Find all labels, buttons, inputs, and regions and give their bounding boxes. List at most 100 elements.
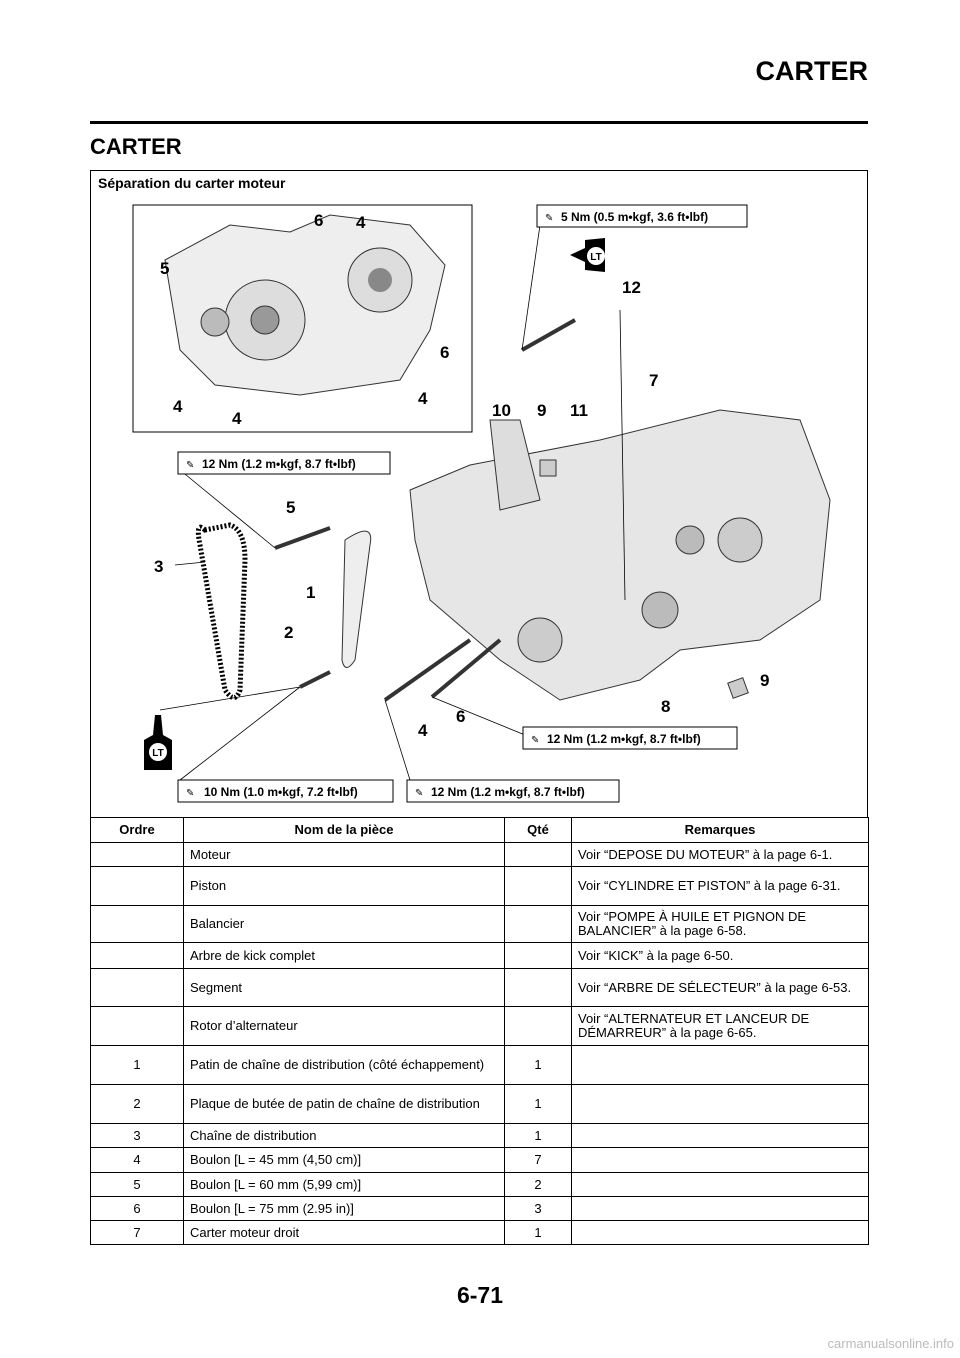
- callout: 11: [570, 401, 588, 420]
- qty-cell: 1: [504, 1220, 572, 1245]
- inset-crankcase-view: [132, 204, 473, 433]
- qty-cell: 1: [504, 1123, 572, 1148]
- qty-cell: [504, 942, 572, 969]
- qty-cell: [504, 842, 572, 867]
- remarks-cell: [571, 1045, 869, 1085]
- qty-cell: [504, 905, 572, 943]
- remarks-cell: Voir “CYLINDRE ET PISTON” à la page 6-31…: [571, 866, 869, 906]
- part-name-cell: Boulon [L = 75 mm (2.95 in)]: [183, 1196, 505, 1221]
- order-cell: [90, 968, 184, 1007]
- wrench-icon: ✎: [186, 460, 194, 471]
- callout: 8: [661, 697, 670, 716]
- callout: 5: [286, 498, 295, 517]
- torque-spec-3: ✎ 12 Nm (1.2 m•kgf, 8.7 ft•lbf): [522, 726, 738, 750]
- diagram-title: Séparation du carter moteur: [98, 175, 286, 191]
- part-name-cell: Carter moteur droit: [183, 1220, 505, 1245]
- remarks-cell: Voir “POMPE À HUILE ET PIGNON DE BALANCI…: [571, 905, 869, 943]
- exploded-diagram: ✎ 5 Nm (0.5 m•kgf, 3.6 ft•lbf) ✎ 12 Nm (…: [132, 204, 831, 803]
- lt-badge-1: LT: [570, 238, 605, 272]
- order-cell: 1: [90, 1045, 184, 1085]
- torque-spec-5: ✎ 12 Nm (1.2 m•kgf, 8.7 ft•lbf): [406, 779, 620, 803]
- table-row: Arbre de kick complet Voir “KICK” à la pa…: [90, 942, 869, 969]
- qty-cell: 2: [504, 1172, 572, 1197]
- qty-cell: 7: [504, 1147, 572, 1173]
- crankcase-assembly: [409, 409, 831, 701]
- part-name-cell: Plaque de butée de patin de chaîne de di…: [183, 1084, 505, 1124]
- page-number: 6-71: [456, 1282, 504, 1308]
- torque-spec-2: ✎ 12 Nm (1.2 m•kgf, 8.7 ft•lbf): [177, 451, 391, 475]
- wrench-icon: ✎: [415, 788, 423, 799]
- table-row: Balancier Voir “POMPE À HUILE ET PIGNON D…: [90, 905, 869, 943]
- qty-cell: 3: [504, 1196, 572, 1221]
- qty-cell: [504, 866, 572, 906]
- lt-badge-2: LT: [144, 715, 172, 770]
- callout: 4: [418, 721, 428, 740]
- section-heading: CARTER: [90, 134, 182, 159]
- callout-numbers: 6 4 5 6 4 4 4 12 7 10 9 11 5 3 1 2 9 8 6…: [154, 211, 769, 740]
- part-name-cell: Arbre de kick complet: [183, 942, 505, 969]
- remarks-cell: [571, 1172, 869, 1197]
- remarks-cell: [571, 1220, 869, 1245]
- part-name-cell: Boulon [L = 45 mm (4,50 cm)]: [183, 1147, 505, 1173]
- watermark: carmanualsonline.info: [827, 1336, 954, 1351]
- qty-cell: 1: [504, 1084, 572, 1124]
- order-cell: 6: [90, 1196, 184, 1221]
- svg-text:LT: LT: [590, 252, 601, 263]
- order-cell: 7: [90, 1220, 184, 1245]
- callout: 4: [173, 397, 183, 416]
- part-name-cell: Segment: [183, 968, 505, 1007]
- remarks-cell: [571, 1084, 869, 1124]
- remarks-cell: [571, 1147, 869, 1173]
- order-cell: 4: [90, 1147, 184, 1173]
- callout: 4: [232, 409, 242, 428]
- order-cell: 5: [90, 1172, 184, 1197]
- order-cell: 2: [90, 1084, 184, 1124]
- bolts: [274, 318, 576, 702]
- torque-spec-1: ✎ 5 Nm (0.5 m•kgf, 3.6 ft•lbf): [536, 204, 748, 228]
- callout: 6: [456, 707, 465, 726]
- order-cell: [90, 866, 184, 906]
- remarks-cell: [571, 1123, 869, 1148]
- remarks-cell: Voir “ARBRE DE SÉLECTEUR” à la page 6-53…: [571, 968, 869, 1007]
- part-name-cell: Rotor d’alternateur: [183, 1006, 505, 1046]
- torque-spec-4: ✎ 10 Nm (1.0 m•kgf, 7.2 ft•lbf): [177, 779, 394, 803]
- callout: 6: [314, 211, 323, 230]
- svg-text:LT: LT: [152, 748, 163, 759]
- qty-cell: 1: [504, 1045, 572, 1085]
- part-name-cell: Chaîne de distribution: [183, 1123, 505, 1148]
- callout: 4: [356, 213, 366, 232]
- qty-cell: [504, 1006, 572, 1046]
- part-name-cell: Boulon [L = 60 mm (5,99 cm)]: [183, 1172, 505, 1197]
- order-cell: 3: [90, 1123, 184, 1148]
- part-name-cell: Patin de chaîne de distribution (côté éc…: [183, 1045, 505, 1085]
- table-row: Segment Voir “ARBRE DE SÉLECTEUR” à la pa…: [90, 968, 869, 1007]
- remarks-cell: [571, 1196, 869, 1221]
- timing-chain: [195, 522, 248, 700]
- callout: 2: [284, 623, 293, 642]
- callout: 9: [537, 401, 546, 420]
- header-rule: [90, 121, 868, 124]
- remarks-cell: Voir “KICK” à la page 6-50.: [571, 942, 869, 969]
- callout: 4: [418, 389, 428, 408]
- svg-text:10 Nm (1.0 m•kgf, 7.2 ft•lbf): 10 Nm (1.0 m•kgf, 7.2 ft•lbf): [204, 785, 358, 799]
- part-name-cell: Balancier: [183, 905, 505, 943]
- svg-text:5 Nm (0.5 m•kgf, 3.6 ft•lbf): 5 Nm (0.5 m•kgf, 3.6 ft•lbf): [561, 210, 708, 224]
- part-name-cell: Piston: [183, 866, 505, 906]
- callout: 9: [760, 671, 769, 690]
- callout: 12: [622, 278, 641, 297]
- order-cell: [90, 1006, 184, 1046]
- order-cell: [90, 942, 184, 969]
- callout: 10: [492, 401, 511, 420]
- diagram-frame: [90, 170, 868, 817]
- order-cell: [90, 842, 184, 867]
- part-name-cell: Moteur: [183, 842, 505, 867]
- callout: 7: [649, 371, 658, 390]
